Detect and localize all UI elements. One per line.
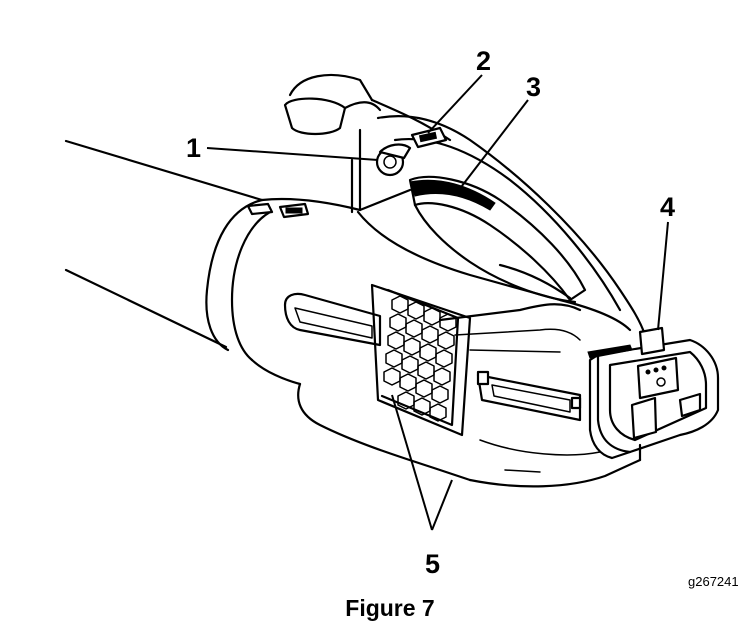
battery-module [587, 326, 720, 460]
callout-1: 1 [186, 133, 201, 163]
callout-4: 4 [660, 192, 675, 222]
callout-2: 2 [476, 46, 491, 76]
leader-lines [206, 74, 669, 531]
blower-body [250, 188, 642, 488]
callout-3: 3 [526, 72, 541, 102]
leader-line-5a [391, 394, 433, 531]
top-tab [246, 202, 310, 219]
vent-hex-grid [383, 295, 457, 422]
figure-reference-code: g267241 [688, 574, 739, 589]
rear-grip [283, 73, 452, 142]
callout-5: 5 [425, 549, 440, 579]
air-vent [370, 283, 472, 437]
figure-caption: Figure 7 [345, 595, 434, 621]
lower-side-recess [476, 370, 582, 422]
side-recess [283, 292, 382, 347]
leader-line-2 [427, 74, 483, 134]
blower-tube [64, 139, 272, 362]
leader-line-5b [431, 479, 453, 531]
speed-knob [375, 143, 412, 177]
handle-post [350, 128, 362, 214]
leader-line-4 [657, 221, 669, 331]
leader-line-3 [454, 99, 529, 196]
leader-line-1 [206, 147, 379, 161]
